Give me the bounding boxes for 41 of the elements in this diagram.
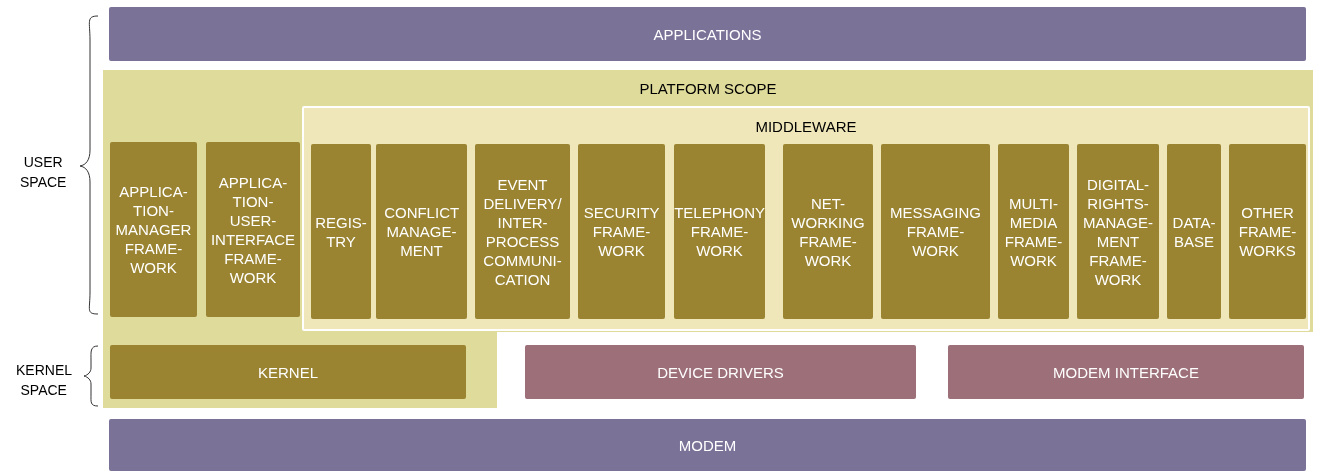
panel-title: MIDDLEWARE — [754, 118, 858, 136]
component-box — [1167, 144, 1221, 319]
component-box — [475, 144, 570, 319]
box-label: CONFLICT MANAGE- MENT — [384, 203, 459, 260]
box-label: MESSAGING FRAME- WORK — [890, 203, 981, 260]
component-box — [311, 144, 371, 319]
box-label: MODEM INTERFACE — [1053, 362, 1199, 382]
box-label: APPLICA- TION- USER- INTERFACE FRAME- WORK — [210, 172, 296, 287]
component-box — [1229, 144, 1306, 319]
box-label: TELEPHONY FRAME- WORK — [674, 203, 765, 260]
box-label: APPLICATIONS — [653, 24, 762, 44]
component-box — [376, 144, 467, 319]
box-label: DIGITAL- RIGHTS- MANAGE- MENT FRAME- WORK — [1083, 174, 1153, 289]
component-box — [1077, 144, 1159, 319]
box-label: SECURITY FRAME- WORK — [583, 203, 660, 260]
box-label: EVENT DELIVERY/ INTER- PROCESS COMMUNI- CATION — [483, 174, 562, 289]
layer-label: USER SPACE — [20, 153, 67, 192]
component-box — [525, 345, 916, 399]
component-box — [674, 144, 765, 319]
box-label: MULTI- MEDIA FRAME- WORK — [1004, 193, 1063, 270]
layer-label: KERNEL SPACE — [16, 361, 72, 400]
component-box — [881, 144, 990, 319]
box-label: APPLICA- TION- MANAGER FRAME- WORK — [115, 182, 192, 277]
box-label: DEVICE DRIVERS — [657, 362, 784, 382]
box-label: OTHER FRAME- WORKS — [1238, 203, 1297, 260]
layer-bar — [109, 7, 1306, 61]
component-box — [998, 144, 1069, 319]
component-box — [110, 142, 197, 317]
box-label: KERNEL — [258, 362, 318, 382]
middleware-panel — [302, 106, 1310, 331]
component-box — [783, 144, 873, 319]
layer-bar — [109, 419, 1306, 471]
box-label: DATA- BASE — [1172, 212, 1216, 251]
panel-title: PLATFORM SCOPE — [638, 80, 778, 98]
box-label: MODEM — [678, 435, 737, 455]
component-box — [578, 144, 665, 319]
component-box — [110, 345, 466, 399]
component-box — [206, 142, 300, 317]
box-label: NET- WORKING FRAME- WORK — [791, 193, 865, 270]
component-box — [948, 345, 1304, 399]
box-label: REGIS- TRY — [315, 212, 367, 251]
